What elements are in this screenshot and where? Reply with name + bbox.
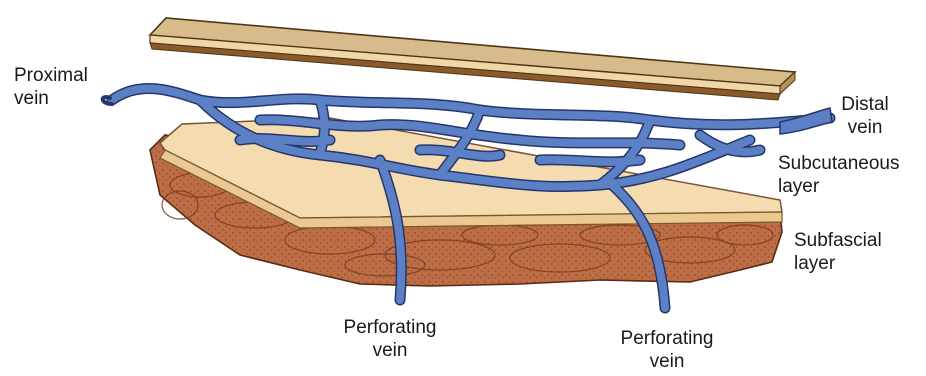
subfascial-layer-label: Subfascial layer bbox=[794, 229, 882, 275]
proximal-vein-label: Proximal vein bbox=[14, 64, 88, 110]
perforating-vein-right-label: Perforating vein bbox=[607, 327, 727, 373]
skin-layer-shape bbox=[150, 18, 795, 100]
perforating-vein-left-label: Perforating vein bbox=[330, 316, 450, 362]
subcutaneous-layer-label: Subcutaneous layer bbox=[778, 152, 900, 198]
distal-vein-label: Distal vein bbox=[830, 93, 900, 139]
